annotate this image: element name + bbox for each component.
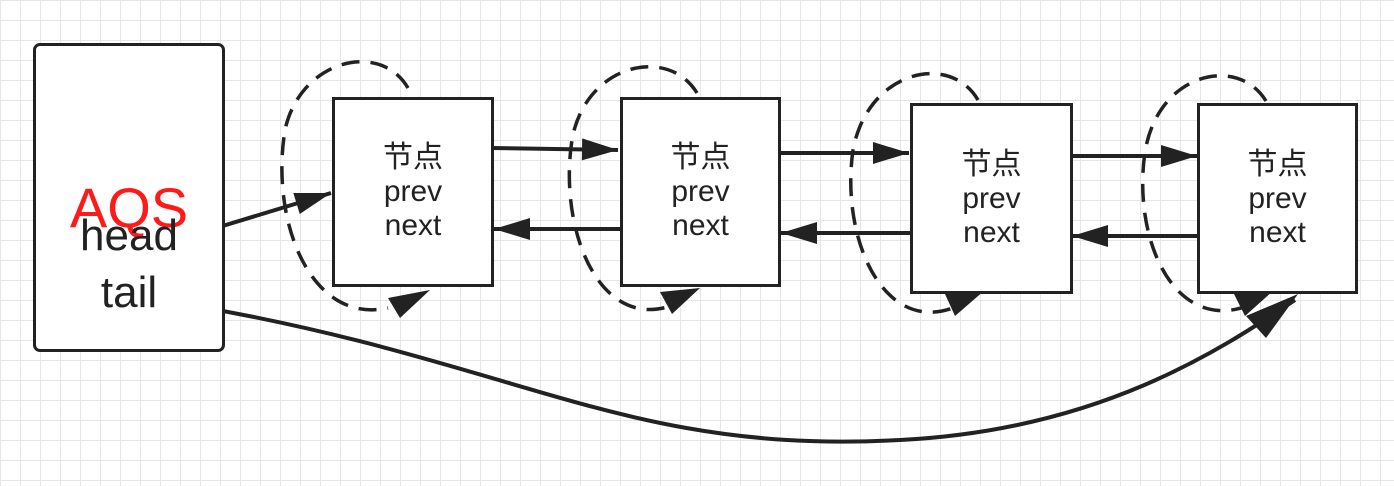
node-label: 节点 [961,147,1022,181]
node-next-field: next [672,209,729,242]
aqs-head-field: head [80,211,178,260]
self-loop-arrowhead-4 [1234,290,1274,316]
tail-pointer-arrowhead [1246,294,1298,338]
node-3: 节点 prev next [910,103,1073,294]
node-prev-field: prev [671,175,730,208]
aqs-box: AQS [33,43,225,352]
node-label: 节点 [1247,147,1308,181]
self-loop-arrowhead-2 [660,288,700,314]
node-4: 节点 prev next [1197,103,1358,294]
node-2: 节点 prev next [620,97,781,287]
next-arrow-1 [491,138,619,161]
node-1: 节点 prev next [332,97,494,287]
tail-pointer-curve [177,298,1297,444]
node-prev-field: prev [383,175,443,208]
node-next-field: next [1249,215,1306,249]
node-label: 节点 [670,141,731,174]
self-loop-arrowhead-1 [388,290,430,318]
node-next-field: next [963,215,1020,249]
self-loop-arrowhead-3 [945,290,985,316]
self-loop-3 [849,72,980,314]
node-next-field: next [384,209,442,242]
aqs-title: AQS [69,176,189,239]
node-prev-field: prev [1248,181,1307,215]
self-loop-4 [1140,74,1268,313]
node-prev-field: prev [962,181,1021,215]
aqs-tail-field: tail [100,268,158,317]
node-label: 节点 [383,141,443,174]
